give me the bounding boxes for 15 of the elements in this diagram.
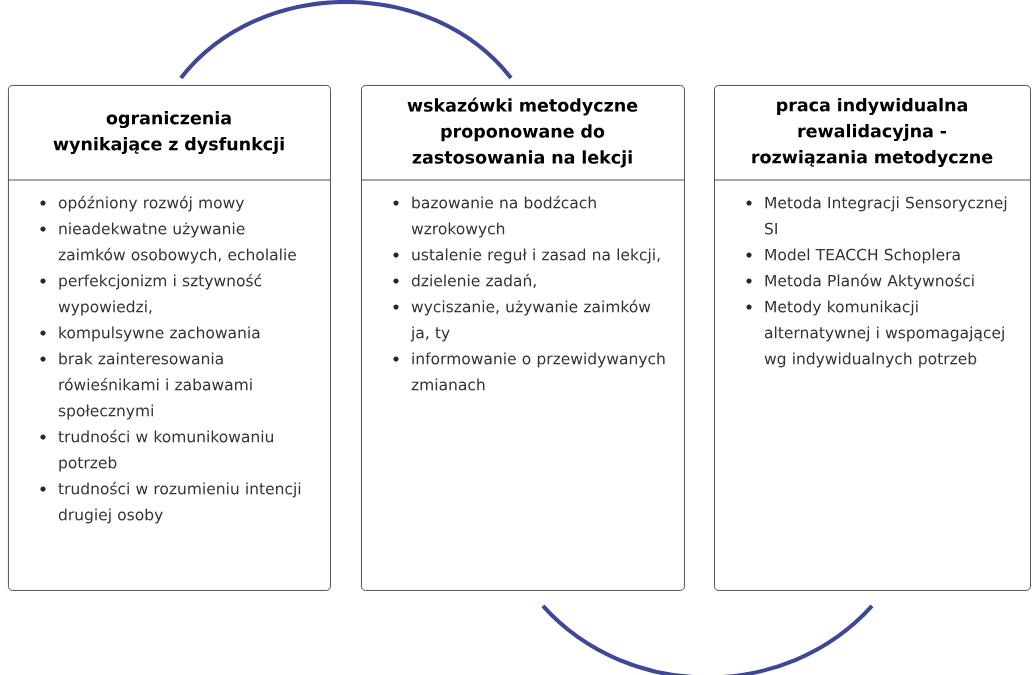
- bullet-item: Model TEACCH Schoplera: [746, 248, 960, 264]
- bullet-item: kompulsywne zachowania: [40, 326, 260, 342]
- bullet-item: informowanie o przewidywanych zmianach: [393, 352, 665, 391]
- column-heading: praca indywidualna rewalidacyjna - rozwiązania metodyczne: [752, 97, 993, 168]
- bullet-item: trudności w rozumieniu intencji drugiej osoby: [40, 481, 301, 524]
- bullet-item: Metody komunikacji alternatywnej i wspomagającej wg indywidualnych potrzeb: [746, 300, 1004, 368]
- bullet-item: Metoda Integracji Sensorycznej SI: [746, 196, 1007, 235]
- column-heading: ograniczenia wynikające z dysfunkcji: [53, 110, 284, 155]
- column-heading: wskazówki metodyczne proponowane do zastosowania na lekcji: [407, 97, 638, 168]
- arc-connector: [541, 604, 874, 675]
- bullet-item: dzielenie zadań,: [393, 273, 536, 288]
- bullet-item: ustalenie reguł i zasad na lekcji,: [393, 248, 660, 264]
- bullet-item: opóźniony rozwój mowy: [40, 195, 244, 212]
- bullet-item: Metoda Planów Aktywności: [746, 273, 974, 290]
- arc-connector: [179, 0, 513, 80]
